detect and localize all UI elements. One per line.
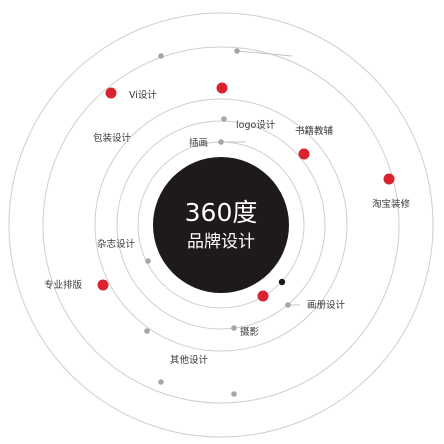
book-marker-inner: [298, 148, 310, 160]
hub-subtitle: 品牌设计: [187, 232, 255, 252]
service-photo: 摄影: [231, 325, 260, 338]
logo-marker-outer: [234, 48, 240, 54]
layout-marker: [97, 279, 109, 291]
service-other: 其他设计: [144, 328, 237, 397]
orbit-ring-2: [42, 46, 400, 404]
service-layout: 专业排版: [44, 279, 109, 291]
orbit-ring-1: [8, 12, 434, 438]
album-marker-dark: [278, 278, 286, 286]
logo-marker-inner: [221, 116, 227, 122]
photo-marker: [231, 325, 237, 331]
packaging-label: 包装设计: [93, 132, 132, 144]
photo-label: 摄影: [240, 326, 260, 338]
service-book: 书籍教辅: [216, 82, 334, 160]
logo-label: logo设计: [236, 119, 276, 131]
taobao-label: 淘宝装修: [372, 198, 411, 210]
service-packaging: 包装设计: [93, 53, 164, 144]
orbit-ring-3: [94, 98, 348, 352]
service-logo: logo设计: [221, 48, 276, 131]
magazine-label: 杂志设计: [97, 238, 136, 250]
orbit-ring-4: [116, 120, 326, 330]
vi-label: Vi设计: [129, 89, 157, 101]
album-label: 画册设计: [307, 299, 346, 311]
packaging-marker: [158, 53, 164, 59]
center-hub: 360度 品牌设计: [153, 157, 289, 293]
book-label: 书籍教辅: [295, 125, 334, 137]
hub-disc: [153, 157, 289, 293]
book-marker-outer: [216, 82, 228, 94]
other-marker-upper: [144, 328, 150, 334]
taobao-marker: [383, 173, 395, 185]
illustration-label: 插画: [189, 137, 208, 149]
leader-logo: [236, 50, 293, 57]
other-label: 其他设计: [170, 354, 209, 366]
magazine-marker: [145, 258, 151, 264]
service-taobao: 淘宝装修: [372, 173, 411, 210]
service-magazine: 杂志设计: [97, 238, 151, 264]
service-vi: Vi设计: [105, 87, 157, 101]
layout-label: 专业排版: [44, 279, 83, 291]
vi-marker: [105, 87, 117, 99]
service-album: 画册设计: [257, 278, 346, 311]
other-marker-lower: [158, 379, 164, 385]
album-marker-red: [257, 290, 269, 302]
hub-title: 360度: [185, 198, 258, 227]
illustration-marker: [218, 139, 224, 145]
other-marker-bottom: [231, 391, 237, 397]
album-marker-gray: [285, 302, 291, 308]
service-illustration: 插画: [189, 137, 224, 149]
